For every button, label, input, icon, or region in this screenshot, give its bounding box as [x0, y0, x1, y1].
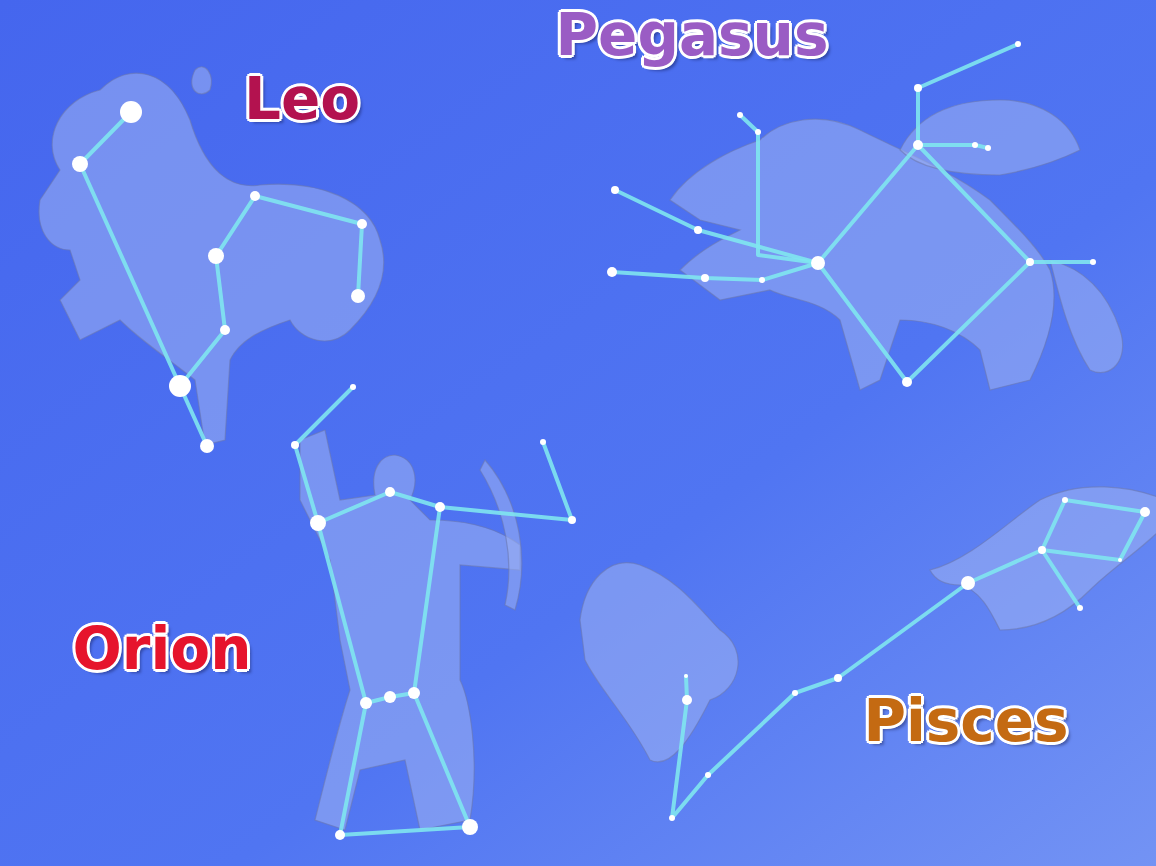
- star-dots: [72, 41, 1150, 840]
- constellation-name: Pegasus: [556, 4, 829, 68]
- constellation-lines: [80, 44, 1145, 835]
- constellation-name: Pisces: [863, 690, 1068, 754]
- constellation-name: Leo: [244, 68, 360, 132]
- constellation-name: Orion: [73, 618, 252, 682]
- sketch-figures: [39, 67, 1156, 830]
